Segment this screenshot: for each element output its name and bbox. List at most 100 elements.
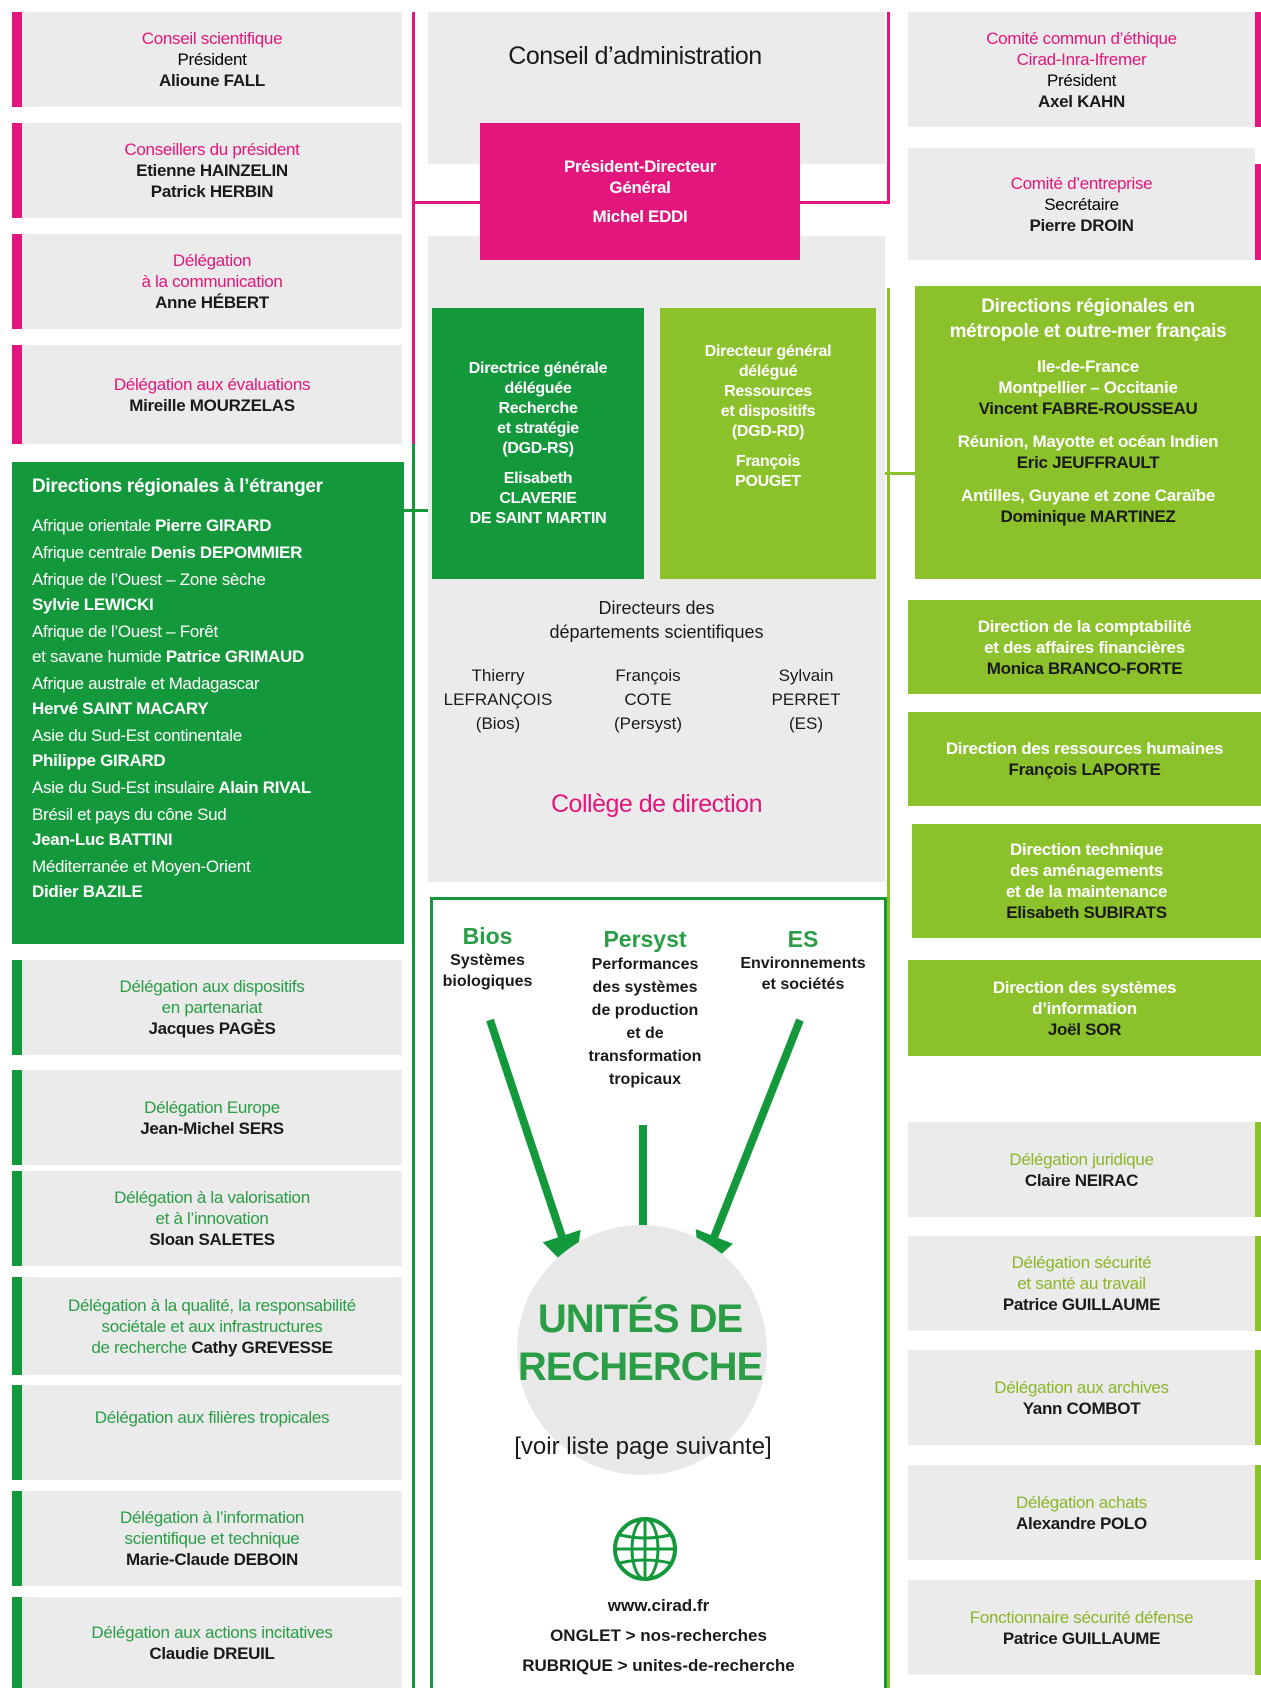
- box-title: en partenariat: [161, 998, 263, 1017]
- si-box: Direction des systèmes d’information Joë…: [908, 960, 1261, 1056]
- box-title: Ressources: [724, 383, 812, 400]
- box-title: des aménagements: [1010, 861, 1163, 880]
- box-person: Michel EDDI: [592, 207, 688, 226]
- list-item: Afrique orientale Pierre GIRARD: [32, 516, 272, 535]
- lightgreen-side-bar: [1255, 1350, 1261, 1445]
- box-header: métropole et outre-mer français: [949, 321, 1227, 342]
- entreprise-box: Comité d’entreprise Secrétaire Pierre DR…: [908, 148, 1255, 260]
- box-title: et à l’innovation: [155, 1209, 269, 1228]
- conseillers-box: Conseillers du président Etienne HAINZEL…: [22, 123, 402, 218]
- lightgreen-side-bar: [1255, 1122, 1261, 1217]
- units-note: [voir liste page suivante]: [514, 1433, 772, 1460]
- green-side-bar: [12, 1171, 22, 1266]
- rubrique-link[interactable]: RUBRIQUE > unites-de-recherche: [522, 1656, 795, 1675]
- region-person: Vincent FABRE-ROUSSEAU: [978, 399, 1198, 418]
- lightgreen-right-horizontal-line: [872, 472, 918, 475]
- box-title: Délégation à la qualité, la responsabili…: [68, 1295, 356, 1315]
- box-person: POUGET: [735, 473, 801, 490]
- dgd-rd-box: Directeur général délégué Ressources et …: [660, 308, 876, 579]
- box-person: Yann COMBOT: [1022, 1398, 1141, 1418]
- achats-box: Délégation achats Alexandre POLO: [908, 1465, 1255, 1560]
- box-title: Président-Directeur: [563, 157, 717, 176]
- box-title: et dispositifs: [720, 403, 816, 420]
- box-role: Président: [177, 50, 247, 69]
- green-left-horizontal-line: [404, 509, 434, 512]
- department-bios: Bios Systèmes biologiques: [442, 923, 533, 990]
- region-label: Montpellier – Occitanie: [998, 378, 1178, 397]
- box-title: Directrice générale: [468, 359, 608, 377]
- juridique-box: Délégation juridique Claire NEIRAC: [908, 1122, 1255, 1217]
- box-title: Délégation Europe: [144, 1097, 280, 1117]
- pink-side-bar: [12, 12, 22, 107]
- box-title: (DGD-RS): [502, 439, 574, 457]
- box-person: Patrice GUILLAUME: [1002, 1295, 1161, 1314]
- box-title: d’information: [1032, 998, 1137, 1018]
- box-person: CLAVERIE: [499, 489, 577, 507]
- dgd-rs-box: Directrice générale déléguée Recherche e…: [432, 308, 644, 579]
- box-header: Directions régionales en: [981, 296, 1195, 317]
- box-title: Cirad-Inra-Ifremer: [1016, 49, 1147, 69]
- pink-side-bar: [1255, 164, 1261, 260]
- actions-box: Délégation aux actions incitatives Claud…: [22, 1597, 402, 1688]
- qualite-box: Délégation à la qualité, la responsabili…: [22, 1277, 402, 1375]
- box-person: François: [735, 453, 801, 470]
- box-person: Axel KAHN: [1037, 91, 1126, 111]
- box-title: et des affaires financières: [984, 637, 1185, 657]
- technique-box: Direction technique des aménagements et …: [912, 824, 1261, 938]
- pink-vertical-line: [412, 12, 415, 444]
- department-es: ES Environnements et sociétés: [740, 926, 866, 993]
- box-person: Claire NEIRAC: [1024, 1170, 1139, 1190]
- box-title: Délégation à l’information: [119, 1508, 305, 1527]
- box-title: Direction des ressources humaines: [945, 739, 1224, 758]
- green-side-bar: [12, 1597, 22, 1688]
- green-side-bar: [12, 1385, 22, 1480]
- box-title: Directeur général: [704, 343, 832, 360]
- units-circle: [517, 1225, 767, 1475]
- compta-box: Direction de la comptabilité et des affa…: [908, 600, 1261, 694]
- department-directors-title: Directeurs des départements scientifique…: [549, 598, 764, 642]
- defense-box: Fonctionnaire sécurité défense Patrice G…: [908, 1580, 1255, 1675]
- arrow-bios: [486, 1018, 581, 1274]
- box-title: Conseillers du président: [124, 140, 300, 159]
- box-role: Secrétaire: [1044, 194, 1119, 214]
- box-title: Direction de la comptabilité: [977, 616, 1192, 636]
- pink-side-bar: [12, 345, 22, 444]
- pink-side-bar: [12, 234, 22, 329]
- green-side-bar: [12, 960, 22, 1055]
- lightgreen-side-bar: [1255, 1465, 1261, 1560]
- arrow-es: [695, 1018, 804, 1274]
- box-person: Alexandre POLO: [1016, 1513, 1147, 1533]
- pink-side-bar: [12, 123, 22, 218]
- box-title: Délégation aux dispositifs: [119, 977, 305, 996]
- box-title: Délégation: [172, 251, 252, 270]
- box-title: et stratégie: [497, 419, 579, 437]
- president-box: Président-Directeur Général Michel EDDI: [480, 123, 800, 260]
- box-title-line: de recherche Cathy GREVESSE: [91, 1337, 333, 1357]
- box-title: délégué: [738, 363, 798, 380]
- box-title: Général: [609, 178, 671, 197]
- region-label: Ile-de-France: [1037, 357, 1139, 376]
- onglet-link[interactable]: ONGLET > nos-recherches: [550, 1626, 767, 1645]
- box-title: Délégation à la valorisation: [114, 1188, 310, 1207]
- box-person: Joël SOR: [1047, 1019, 1122, 1039]
- box-title: Délégation aux évaluations: [113, 374, 311, 394]
- box-person: Anne HÉBERT: [155, 293, 269, 312]
- box-person: Monica BRANCO-FORTE: [986, 658, 1183, 678]
- box-title: et de la maintenance: [1005, 882, 1168, 901]
- archives-box: Délégation aux archives Yann COMBOT: [908, 1350, 1255, 1445]
- metro-directions-box: Directions régionales en métropole et ou…: [915, 286, 1261, 579]
- region-person: Eric JEUFFRAULT: [1016, 453, 1160, 472]
- box-title: Comité d’entreprise: [1010, 173, 1153, 193]
- box-title: Délégation juridique: [1009, 1149, 1154, 1169]
- box-person: Sloan SALETES: [149, 1230, 275, 1249]
- college-title: Collège de direction: [551, 790, 762, 818]
- box-title: Délégation aux filières tropicales: [94, 1408, 330, 1427]
- box-title: Direction technique: [1010, 840, 1163, 859]
- website-url[interactable]: www.cirad.fr: [607, 1596, 710, 1615]
- lightgreen-right-vertical-line: [887, 288, 890, 1688]
